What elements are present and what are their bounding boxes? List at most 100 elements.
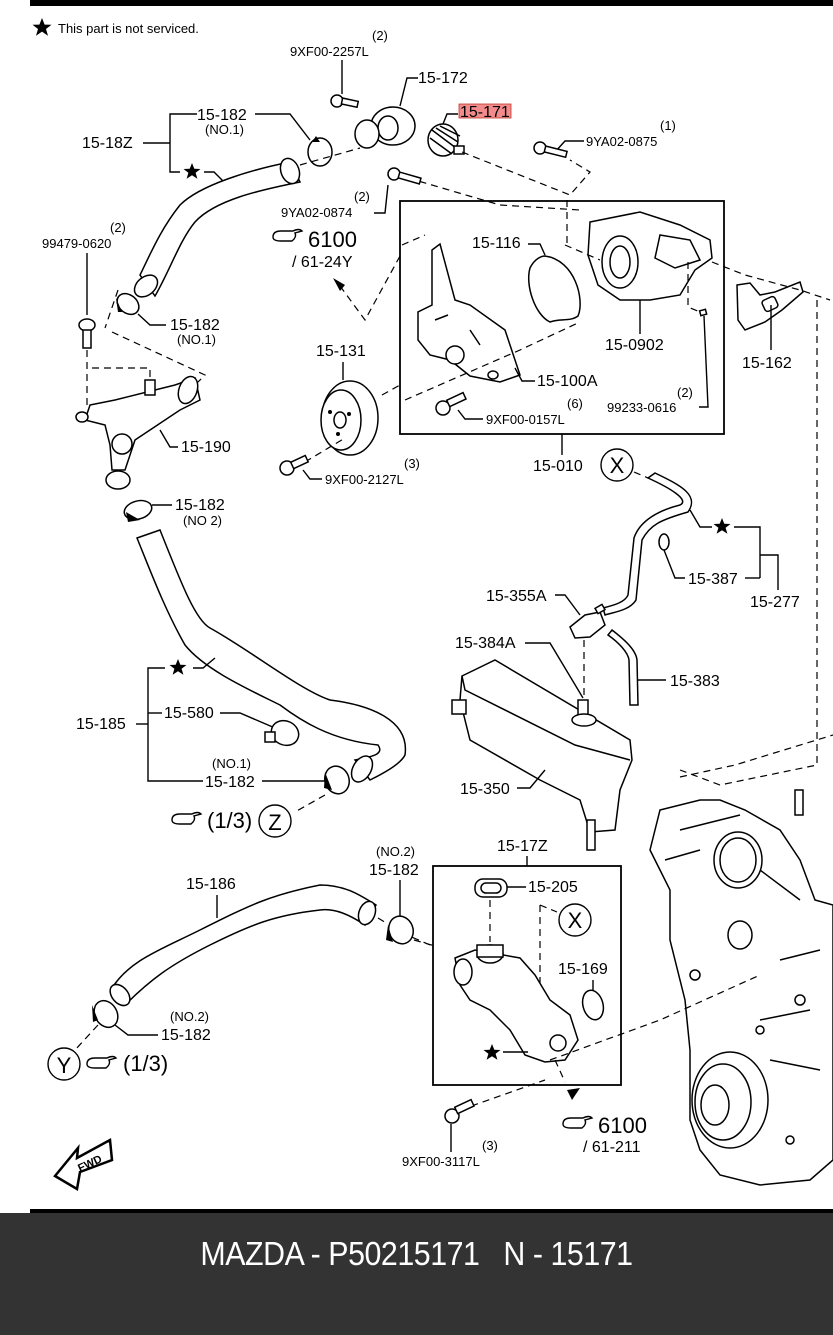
svg-text:(NO.1): (NO.1) (177, 332, 216, 347)
hose-clamp-no2a (123, 499, 153, 522)
callout-15-169[interactable]: 15-169 (558, 961, 608, 990)
svg-text:15-277: 15-277 (750, 594, 800, 611)
callout-15-0902[interactable]: 15-0902 (605, 300, 664, 354)
pointing-hand-icon (272, 228, 304, 242)
top-border-bar (30, 0, 833, 6)
not-serviced-note: This part is not serviced. (32, 18, 199, 36)
svg-text:15-18Z: 15-18Z (82, 135, 133, 152)
exploded-view-drawing: This part is not serviced. (2) 9XF00-225… (32, 18, 833, 1191)
svg-text:15-17Z: 15-17Z (497, 838, 548, 855)
svg-text:(2): (2) (354, 189, 370, 204)
svg-text:(NO.2): (NO.2) (376, 844, 415, 859)
callout-15-383[interactable]: 15-383 (638, 673, 720, 690)
svg-text:X: X (610, 453, 625, 478)
reference-6100-61-211[interactable]: 6100 / 61-211 (562, 1113, 647, 1156)
callout-15-100a[interactable]: 15-100A (514, 367, 598, 390)
svg-text:(NO.2): (NO.2) (170, 1009, 209, 1024)
svg-text:15-182: 15-182 (175, 497, 225, 514)
callout-15-182-mid[interactable]: 15-182 (NO.1) (137, 313, 220, 347)
reference-6100-61-24y[interactable]: 6100 / 61-24Y (272, 227, 401, 322)
callout-15-18z[interactable]: 15-18Z (82, 113, 225, 183)
hose-clamp-mid (116, 292, 140, 316)
hose-clamp-15-580 (264, 719, 300, 747)
callout-9xf00-0157l[interactable]: (6) 9XF00-0157L (435, 391, 583, 427)
callout-15-182-top[interactable]: 15-182 (NO.1) (197, 107, 311, 141)
gasket-15-162 (736, 280, 804, 331)
svg-text:9XF00-3117L: 9XF00-3117L (402, 1154, 480, 1169)
reference-z-1-3[interactable]: (1/3) Z (171, 804, 292, 838)
callout-99233-0616[interactable]: (2) 99233-0616 (607, 262, 709, 415)
svg-text:15-205: 15-205 (528, 879, 578, 896)
bolt-9xf00-3117l (444, 1098, 476, 1124)
callout-15-387[interactable]: 15-387 (663, 549, 760, 588)
callout-9ya02-0875[interactable]: (1) 9YA02-0875 (554, 118, 676, 153)
star-icon (183, 163, 201, 179)
callout-15-182-no2c[interactable]: (NO.2) 15-182 (114, 1009, 211, 1044)
pointing-hand-icon (171, 811, 203, 825)
water-pump-body (417, 242, 521, 383)
hose-clamp-no2b (386, 915, 415, 945)
footer-bar: MAZDA - P50215171 N - 15171 (0, 1213, 833, 1335)
callout-15-186[interactable]: 15-186 (186, 876, 236, 918)
star-icon (32, 18, 52, 36)
svg-text:(2): (2) (110, 220, 126, 235)
callout-9xf00-2257l[interactable]: (2) 9XF00-2257L (290, 28, 388, 94)
svg-text:9XF00-0157L: 9XF00-0157L (486, 412, 565, 427)
svg-text:X: X (568, 908, 583, 933)
thermostat-part-15-171 (427, 123, 465, 157)
marker-x-top: X (600, 448, 634, 482)
svg-text:15-116: 15-116 (472, 235, 521, 252)
bottom-border-line (30, 1209, 833, 1213)
svg-text:9XF00-2127L: 9XF00-2127L (325, 472, 404, 487)
callout-99479-0620[interactable]: (2) 99479-0620 (42, 220, 126, 315)
callout-15-355a[interactable]: 15-355A (486, 588, 581, 616)
callout-15-182-no2a[interactable]: 15-182 (NO 2) (152, 497, 225, 528)
callout-9ya02-0874[interactable]: (2) 9YA02-0874 (281, 184, 389, 220)
reference-y-1-3[interactable]: Y (1/3) (47, 1047, 168, 1081)
bolt-9ya02-0875 (533, 141, 568, 159)
callout-15-190[interactable]: 15-190 (159, 429, 231, 456)
callout-15-182-no2b[interactable]: (NO.2) 15-182 (369, 844, 419, 918)
o-ring-15-169 (581, 989, 605, 1021)
callout-15-580[interactable]: 15-580 (148, 705, 276, 729)
callout-15-277[interactable]: 15-277 (689, 509, 800, 611)
svg-text:15-169: 15-169 (558, 961, 608, 978)
callout-15-131[interactable]: 15-131 (316, 343, 366, 380)
callout-15-116[interactable]: 15-116 (472, 235, 546, 256)
bolt-99479-0620 (78, 318, 96, 349)
callout-15-182-low[interactable]: (NO.1) 15-182 (205, 756, 325, 791)
callout-15-172[interactable]: 15-172 (399, 70, 468, 107)
svg-text:Y: Y (57, 1053, 72, 1078)
callout-15-17z[interactable]: 15-17Z (497, 838, 548, 866)
callout-15-384a[interactable]: 15-384A (455, 635, 584, 699)
forward-direction-arrow[interactable]: FWD (53, 1138, 114, 1191)
svg-text:(6): (6) (567, 396, 583, 411)
fitting-15-355a (569, 603, 606, 639)
callout-9xf00-2127l[interactable]: (3) 9XF00-2127L (279, 454, 420, 487)
svg-text:15-580: 15-580 (164, 705, 214, 722)
svg-text:15-355A: 15-355A (486, 588, 547, 605)
assembly-box-15-17z (432, 865, 622, 1086)
callout-15-171[interactable]: 15-171 (442, 103, 512, 125)
svg-text:15-0902: 15-0902 (605, 337, 664, 354)
callout-15-205[interactable]: 15-205 (507, 879, 578, 896)
svg-text:15-131: 15-131 (316, 343, 366, 360)
thermostat-cover (354, 106, 416, 149)
callout-15-010[interactable]: 15-010 (533, 434, 583, 475)
gasket-15-205 (474, 878, 508, 898)
callout-15-162[interactable]: 15-162 (742, 305, 792, 372)
reservoir-hose-15-277 (602, 472, 693, 616)
marker-z (258, 804, 292, 838)
callout-15-185[interactable]: 15-185 (76, 657, 216, 782)
hose-15-383 (606, 628, 639, 706)
svg-text:15-185: 15-185 (76, 716, 126, 733)
hose-clamp-top (307, 136, 333, 167)
hose-clamp-low (323, 765, 351, 795)
callout-9xf00-3117l[interactable]: (3) 9XF00-3117L (402, 1098, 498, 1169)
svg-text:(2): (2) (372, 28, 388, 43)
pointing-hand-icon (86, 1055, 118, 1069)
svg-text:(2): (2) (677, 385, 693, 400)
svg-text:15-100A: 15-100A (537, 373, 598, 390)
callout-15-350[interactable]: 15-350 (460, 769, 546, 798)
svg-text:15-182: 15-182 (369, 862, 419, 879)
